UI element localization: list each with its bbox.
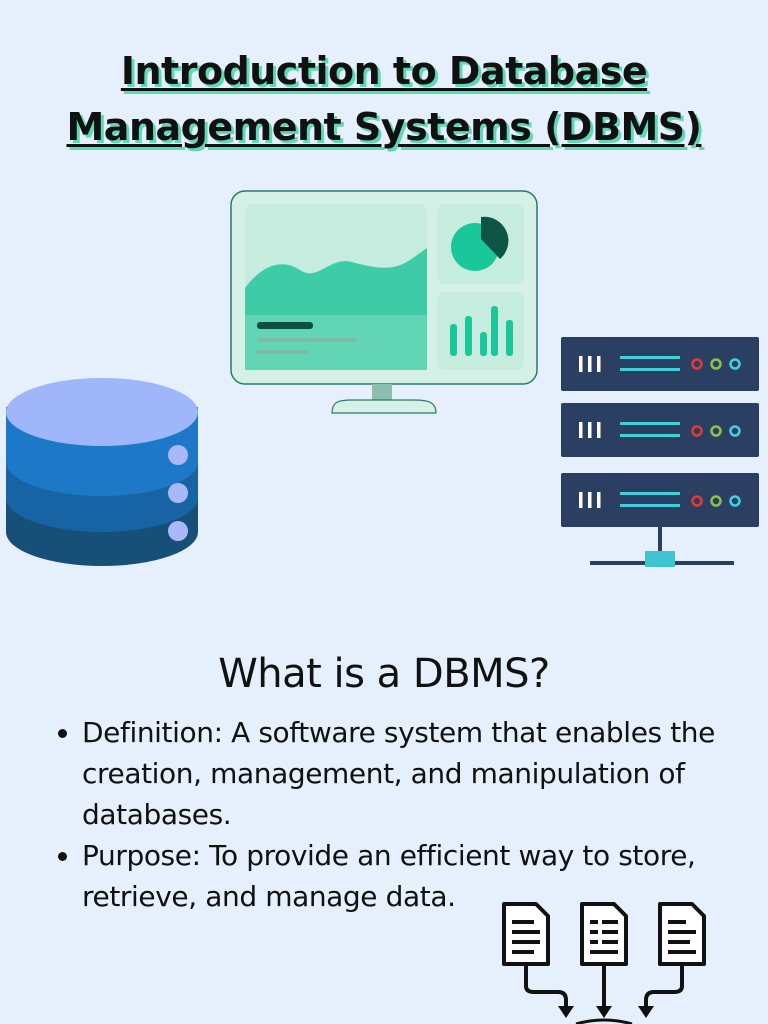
bullet-list: Definition: A software system that enabl… <box>46 712 762 917</box>
monitor-dashboard-icon <box>230 190 538 414</box>
server-rack-icon <box>561 337 759 567</box>
bullet-definition: Definition: A software system that enabl… <box>82 712 762 835</box>
bullet-purpose: Purpose: To provide an efficient way to … <box>82 835 762 917</box>
database-icon <box>6 378 198 566</box>
title-line-1: Introduction to Database <box>120 49 648 94</box>
documents-merge-icon <box>502 902 706 1024</box>
page-title: Introduction to Database Management Syst… <box>0 43 768 155</box>
illustration <box>6 190 759 567</box>
section-heading: What is a DBMS? <box>218 651 550 698</box>
title-line-2: Management Systems (DBMS) <box>66 105 702 150</box>
